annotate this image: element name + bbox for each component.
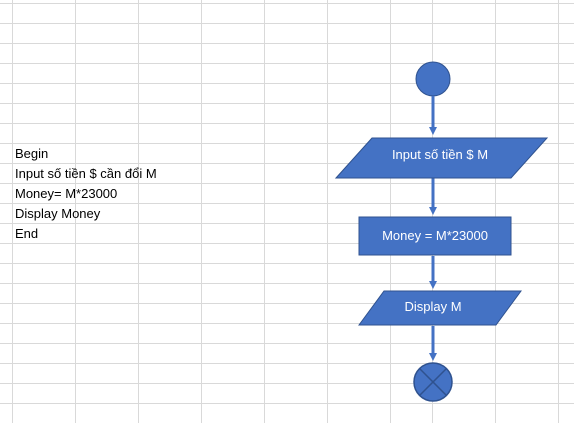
start-terminal-circle[interactable]: [415, 61, 451, 97]
process-shape-label: Money = M*23000: [382, 228, 488, 243]
pseudocode-line-input[interactable]: Input số tiền $ cần đổi M: [15, 166, 157, 181]
output-shape-label: Display M: [404, 299, 462, 314]
pseudocode-line-compute[interactable]: Money= M*23000: [15, 186, 118, 201]
end-terminal-icon[interactable]: [413, 362, 453, 402]
output-parallelogram[interactable]: [358, 290, 522, 326]
pseudocode-line-begin[interactable]: Begin: [15, 146, 49, 161]
input-shape-label: Input số tiền $ M: [391, 147, 489, 162]
pseudocode-line-display[interactable]: Display Money: [15, 206, 101, 221]
pseudocode-line-end[interactable]: End: [15, 226, 39, 241]
process-rectangle[interactable]: [358, 216, 512, 256]
input-parallelogram[interactable]: [334, 137, 549, 179]
